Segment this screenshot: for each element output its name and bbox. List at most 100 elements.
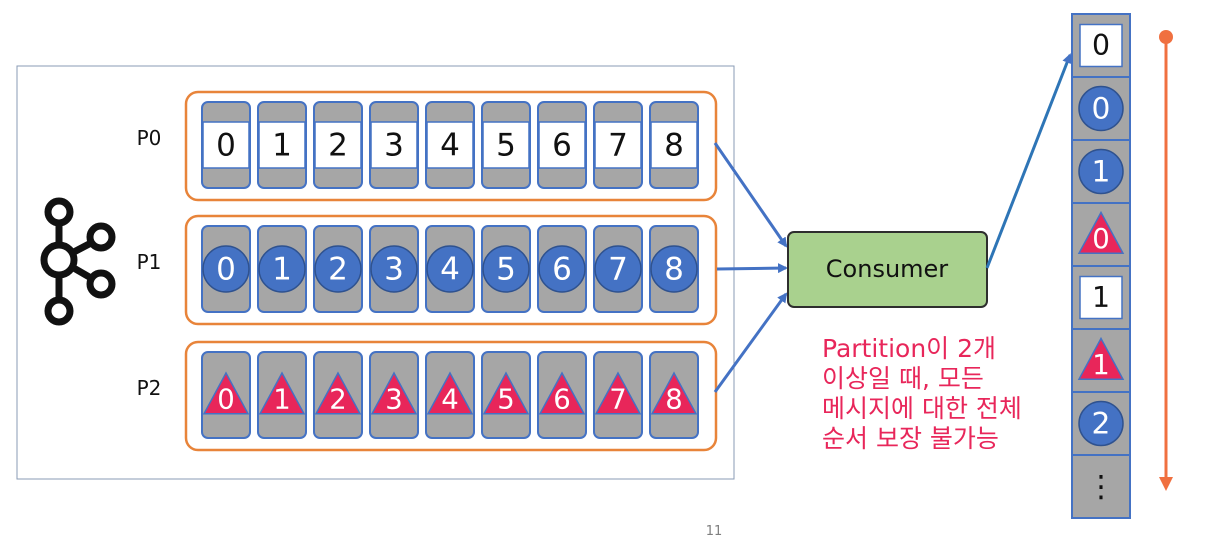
- queue-offset-label: 1: [1092, 349, 1110, 381]
- page-number: 11: [706, 524, 723, 537]
- note-line-4: 순서 보장 불가능: [822, 424, 999, 453]
- arrow-p0-to-consumer: [713, 142, 788, 248]
- message-triangle-marker: [370, 371, 418, 415]
- partition-message-cell: 4: [425, 101, 475, 189]
- queue-square-marker: [1079, 23, 1123, 68]
- message-square-marker: [538, 121, 586, 169]
- partition-message-cell: 4: [425, 225, 475, 313]
- output-queue: 0 0 1 0 1 1 2 ⋮: [1071, 13, 1131, 519]
- message-square-marker: [650, 121, 698, 169]
- message-offset-label: 8: [665, 384, 683, 416]
- output-queue-slot: 1: [1072, 328, 1130, 381]
- message-circle-marker: [426, 245, 474, 293]
- message-circle-marker: [594, 245, 642, 293]
- message-triangle-marker: [482, 371, 530, 415]
- queue-triangle-marker: [1077, 210, 1125, 254]
- queue-offset-label: 0: [1092, 223, 1110, 255]
- queue-square-marker: [1079, 275, 1123, 320]
- consumer-box: [787, 231, 988, 308]
- partition-message-cell: 7: [593, 351, 643, 439]
- partition-message-cell: 0: [201, 225, 251, 313]
- message-offset-label: 5: [496, 251, 516, 287]
- message-offset-label: 8: [664, 251, 684, 287]
- arrow-p2-to-consumer: [713, 292, 788, 393]
- queue-circle-marker: [1078, 148, 1124, 195]
- note-line-1: Partition이 2개: [822, 334, 997, 363]
- partition-message-cell: 8: [649, 225, 699, 313]
- message-offset-label: 4: [440, 127, 460, 163]
- output-queue-slot: 0: [1079, 23, 1123, 68]
- queue-offset-label: 1: [1092, 154, 1111, 189]
- message-offset-label: 5: [497, 384, 515, 416]
- queue-offset-label: 0: [1092, 29, 1110, 62]
- queue-offset-label: ⋮: [1086, 470, 1116, 505]
- message-offset-label: 5: [496, 127, 516, 163]
- queue-triangle-marker: [1077, 336, 1125, 380]
- message-triangle-marker: [258, 371, 306, 415]
- message-triangle-marker: [594, 371, 642, 415]
- partition-message-cell: 8: [649, 351, 699, 439]
- partition-message-cell: 7: [593, 225, 643, 313]
- message-circle-marker: [482, 245, 530, 293]
- partition-message-cell: 5: [481, 101, 531, 189]
- message-offset-label: 0: [216, 251, 236, 287]
- kafka-logo-icon: [40, 197, 116, 326]
- partition-message-cell: 6: [537, 351, 587, 439]
- message-offset-label: 2: [329, 384, 347, 416]
- partition-message-cell: 6: [537, 101, 587, 189]
- partition-message-cell: 1: [257, 225, 307, 313]
- partition-message-cell: 3: [369, 351, 419, 439]
- output-queue-slot: 2: [1072, 391, 1130, 447]
- partition-message-cell: 3: [369, 225, 419, 313]
- partition-message-cell: 2: [313, 225, 363, 313]
- output-queue-slot: 1: [1072, 139, 1130, 195]
- partition-message-cell: 0: [201, 101, 251, 189]
- message-offset-label: 6: [552, 251, 572, 287]
- partition-message-cell: 1: [257, 101, 307, 189]
- message-offset-label: 1: [273, 384, 291, 416]
- partition-message-cell: 2: [313, 351, 363, 439]
- output-queue-slot: ⋮: [1072, 454, 1130, 505]
- message-circle-marker: [538, 245, 586, 293]
- partition-label: P0: [137, 126, 162, 150]
- output-queue-slot: 0: [1072, 202, 1130, 255]
- partition-message-cell: 5: [481, 225, 531, 313]
- message-offset-label: 0: [217, 384, 235, 416]
- arrow-consumer-to-queue: [985, 53, 1072, 269]
- partition-message-cell: 7: [593, 101, 643, 189]
- partition-message-cell: 2: [313, 101, 363, 189]
- message-offset-label: 6: [552, 127, 572, 163]
- message-circle-marker: [370, 245, 418, 293]
- arrow-p1-to-consumer: [716, 263, 788, 274]
- queue-circle-marker: [1078, 400, 1124, 447]
- output-queue-slot: 0: [1072, 76, 1130, 132]
- message-offset-label: 7: [608, 127, 628, 163]
- note-line-3: 메시지에 대한 전체: [822, 394, 1022, 423]
- message-offset-label: 0: [216, 127, 236, 163]
- partition-message-cell: 0: [201, 351, 251, 439]
- message-square-marker: [370, 121, 418, 169]
- queue-offset-label: 1: [1092, 281, 1110, 314]
- message-square-marker: [482, 121, 530, 169]
- message-triangle-marker: [538, 371, 586, 415]
- message-triangle-marker: [426, 371, 474, 415]
- partition-message-cell: 3: [369, 101, 419, 189]
- queue-offset-label: 2: [1092, 406, 1111, 441]
- message-offset-label: 2: [328, 127, 348, 163]
- message-offset-label: 2: [328, 251, 348, 287]
- message-square-marker: [258, 121, 306, 169]
- message-offset-label: 3: [385, 384, 403, 416]
- message-offset-label: 7: [608, 251, 628, 287]
- message-offset-label: 4: [440, 251, 460, 287]
- note-line-2: 이상일 때, 모든: [822, 364, 984, 393]
- message-offset-label: 1: [272, 127, 292, 163]
- consumer-label: Consumer: [826, 255, 949, 283]
- partition-label: P1: [137, 250, 162, 274]
- queue-offset-label: 0: [1092, 91, 1111, 126]
- partition-message-cell: 4: [425, 351, 475, 439]
- message-square-marker: [314, 121, 362, 169]
